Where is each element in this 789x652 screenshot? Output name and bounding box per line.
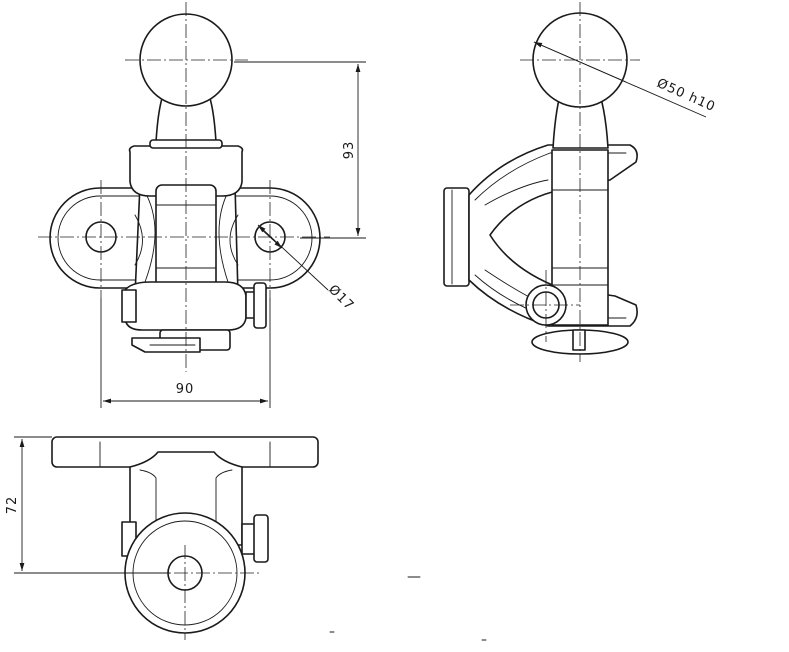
upper-collar <box>128 145 244 197</box>
dimension-ball-diameter-label: Ø50 h10 <box>654 76 717 115</box>
side-view <box>443 2 640 362</box>
dimension-hole-spacing-label: 90 <box>176 382 195 397</box>
side-mounting-plate <box>443 187 470 287</box>
top-view <box>51 436 319 640</box>
front-view <box>38 2 330 372</box>
lower-collar <box>124 281 247 331</box>
dimension-hole-spacing: 90 <box>100 298 271 408</box>
top-locking-knob <box>253 514 269 563</box>
dimension-ball-height-label: 93 <box>342 141 357 160</box>
dimension-mount-height: 72 <box>5 436 170 574</box>
dimension-ball-height: 93 <box>234 61 366 239</box>
dimension-hole-diameter-label: Ø17 <box>325 282 357 314</box>
dimension-mount-height-label: 72 <box>5 496 20 515</box>
